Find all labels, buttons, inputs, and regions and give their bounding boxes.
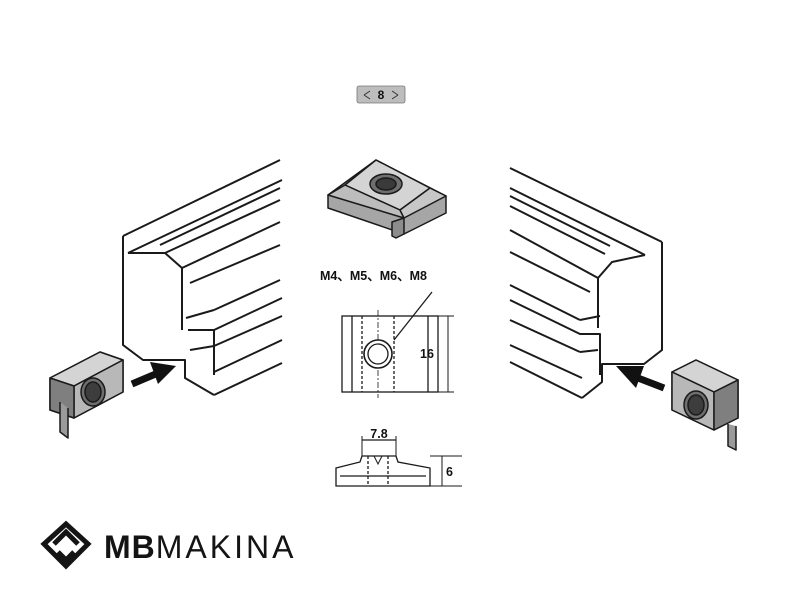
right-insert-arrow (616, 366, 666, 392)
t-nut-side-view-drawing (335, 436, 462, 487)
right-t-nut (671, 359, 739, 451)
t-nut-perspective-view (327, 159, 447, 239)
profile-size-badge: 8 (356, 85, 406, 104)
thread-sizes-label: M4、M5、M6、M8 (320, 269, 427, 283)
left-aluminium-profile (122, 159, 283, 396)
brand-name-part2: MAKINA (155, 529, 297, 565)
dimension-thickness-label: 6 (446, 465, 453, 479)
left-insert-arrow (130, 362, 176, 388)
profile-size-badge-label: 8 (378, 88, 385, 102)
right-aluminium-profile (509, 167, 663, 399)
dimension-width-label: 7.8 (370, 427, 387, 441)
brand-name-part1: MB (104, 529, 156, 565)
brand-name: MBMAKINA (104, 529, 296, 565)
t-nut-top-view-drawing (341, 291, 454, 398)
mb-makina-logo-icon (40, 520, 92, 570)
left-t-nut (49, 351, 124, 439)
dimension-height-label: 16 (420, 347, 434, 361)
